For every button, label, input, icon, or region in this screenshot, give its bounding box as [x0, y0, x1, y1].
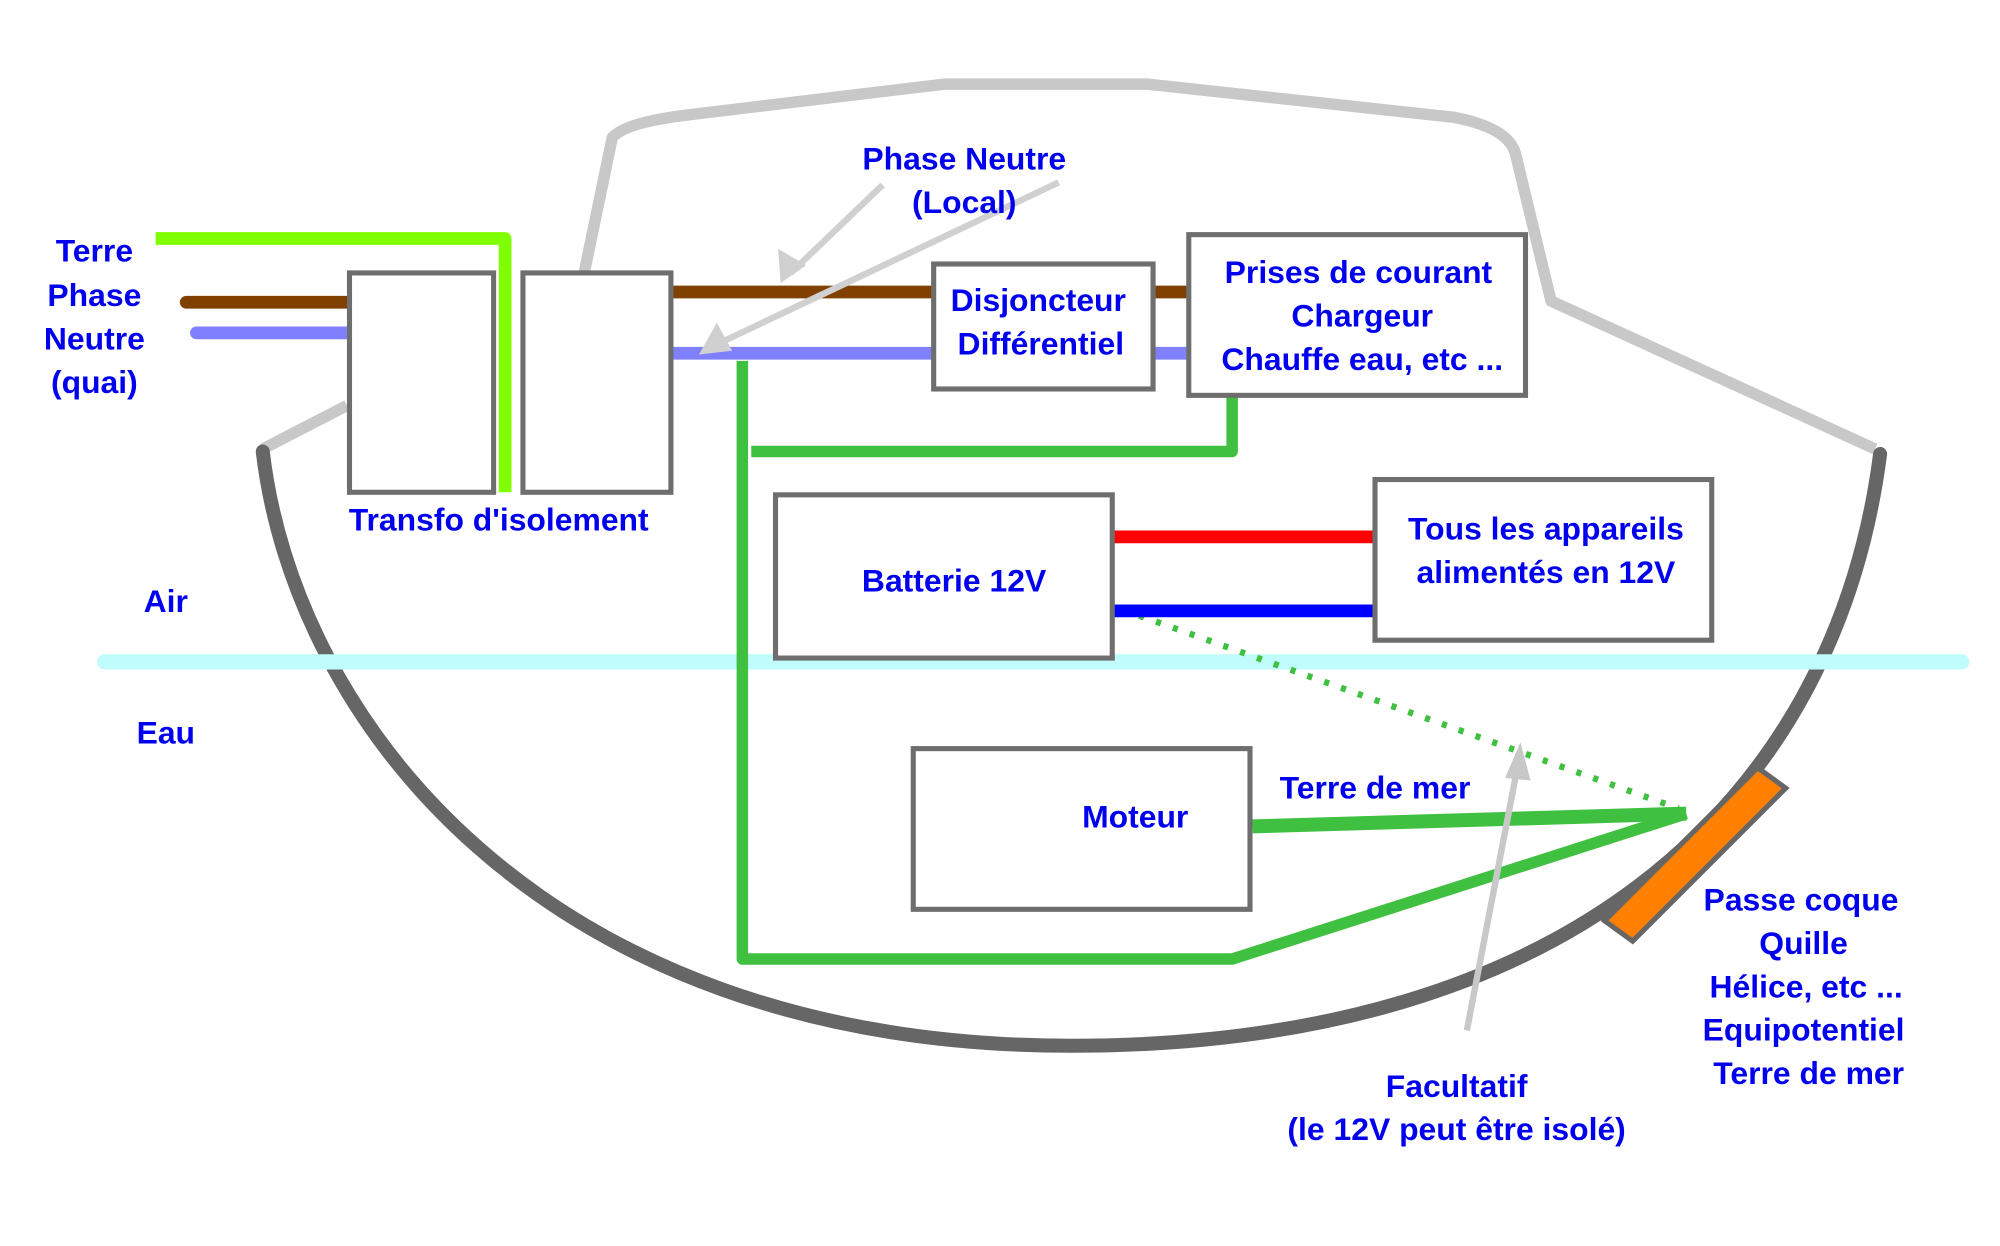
- transfo-primary-box: [346, 270, 497, 495]
- label-air: Air: [144, 583, 188, 619]
- label-facultatif: Facultatif: [1386, 1068, 1528, 1104]
- label-passe-coque-3: Hélice, etc ...: [1710, 968, 1903, 1004]
- hull-outline: [255, 444, 1888, 1053]
- label-terre-quai: Terre: [56, 232, 133, 268]
- batterie-box: [772, 492, 1115, 661]
- disjoncteur-box: [931, 261, 1156, 392]
- label-facultatif-note: (le 12V peut être isolé): [1287, 1111, 1625, 1147]
- label-passe-coque: Passe coque Quille Hélice, etc ... Equip…: [1703, 882, 1905, 1091]
- label-eau: Eau: [137, 715, 195, 751]
- label-moteur: Moteur: [1082, 799, 1188, 835]
- label-terre-de-mer: Terre de mer: [1280, 769, 1471, 805]
- label-appareils-2: alimentés en 12V: [1417, 554, 1676, 590]
- label-passe-coque-2: Quille: [1759, 925, 1848, 961]
- passe-coque: [1600, 764, 1790, 945]
- moteur-box: [910, 746, 1253, 912]
- label-prises-3: Chauffe eau, etc ...: [1221, 341, 1503, 377]
- label-phase-neutre: Phase Neutre: [862, 141, 1066, 177]
- label-appareils-1: Tous les appareils: [1408, 510, 1684, 546]
- arrow-facultatif: [1463, 742, 1531, 1032]
- label-passe-coque-1: Passe coque: [1704, 882, 1899, 918]
- label-quai: Terre Phase Neutre (quai): [44, 232, 145, 399]
- label-batterie: Batterie 12V: [862, 563, 1047, 599]
- wire-terre-moteur: [1252, 806, 1687, 834]
- label-transfo: Transfo d'isolement: [349, 502, 649, 538]
- arrow-phase-local: [778, 182, 885, 284]
- wire-terre-prises: [751, 390, 1238, 458]
- prises-box: [1186, 232, 1529, 398]
- label-passe-coque-5: Terre de mer: [1713, 1055, 1904, 1091]
- appareils-12v-box: [1372, 476, 1715, 643]
- label-quai-paren: (quai): [51, 364, 138, 400]
- label-local: (Local): [912, 184, 1016, 220]
- label-passe-coque-4: Equipotentiel: [1703, 1012, 1905, 1048]
- label-prises-1: Prises de courant: [1225, 254, 1493, 290]
- arrow-neutre-local: [698, 179, 1061, 355]
- label-neutre-quai: Neutre: [44, 320, 145, 356]
- wire-terre-quai: [155, 232, 512, 493]
- label-prises-2: Chargeur: [1291, 297, 1433, 333]
- wire-terre-mer-main: [736, 360, 1688, 965]
- label-disjoncteur-2: Différentiel: [958, 326, 1125, 362]
- transfo-secondary-box: [520, 270, 674, 495]
- label-phase-quai: Phase: [47, 277, 141, 313]
- label-disjoncteur-1: Disjoncteur: [951, 282, 1126, 318]
- cabin-outline: [260, 78, 1878, 455]
